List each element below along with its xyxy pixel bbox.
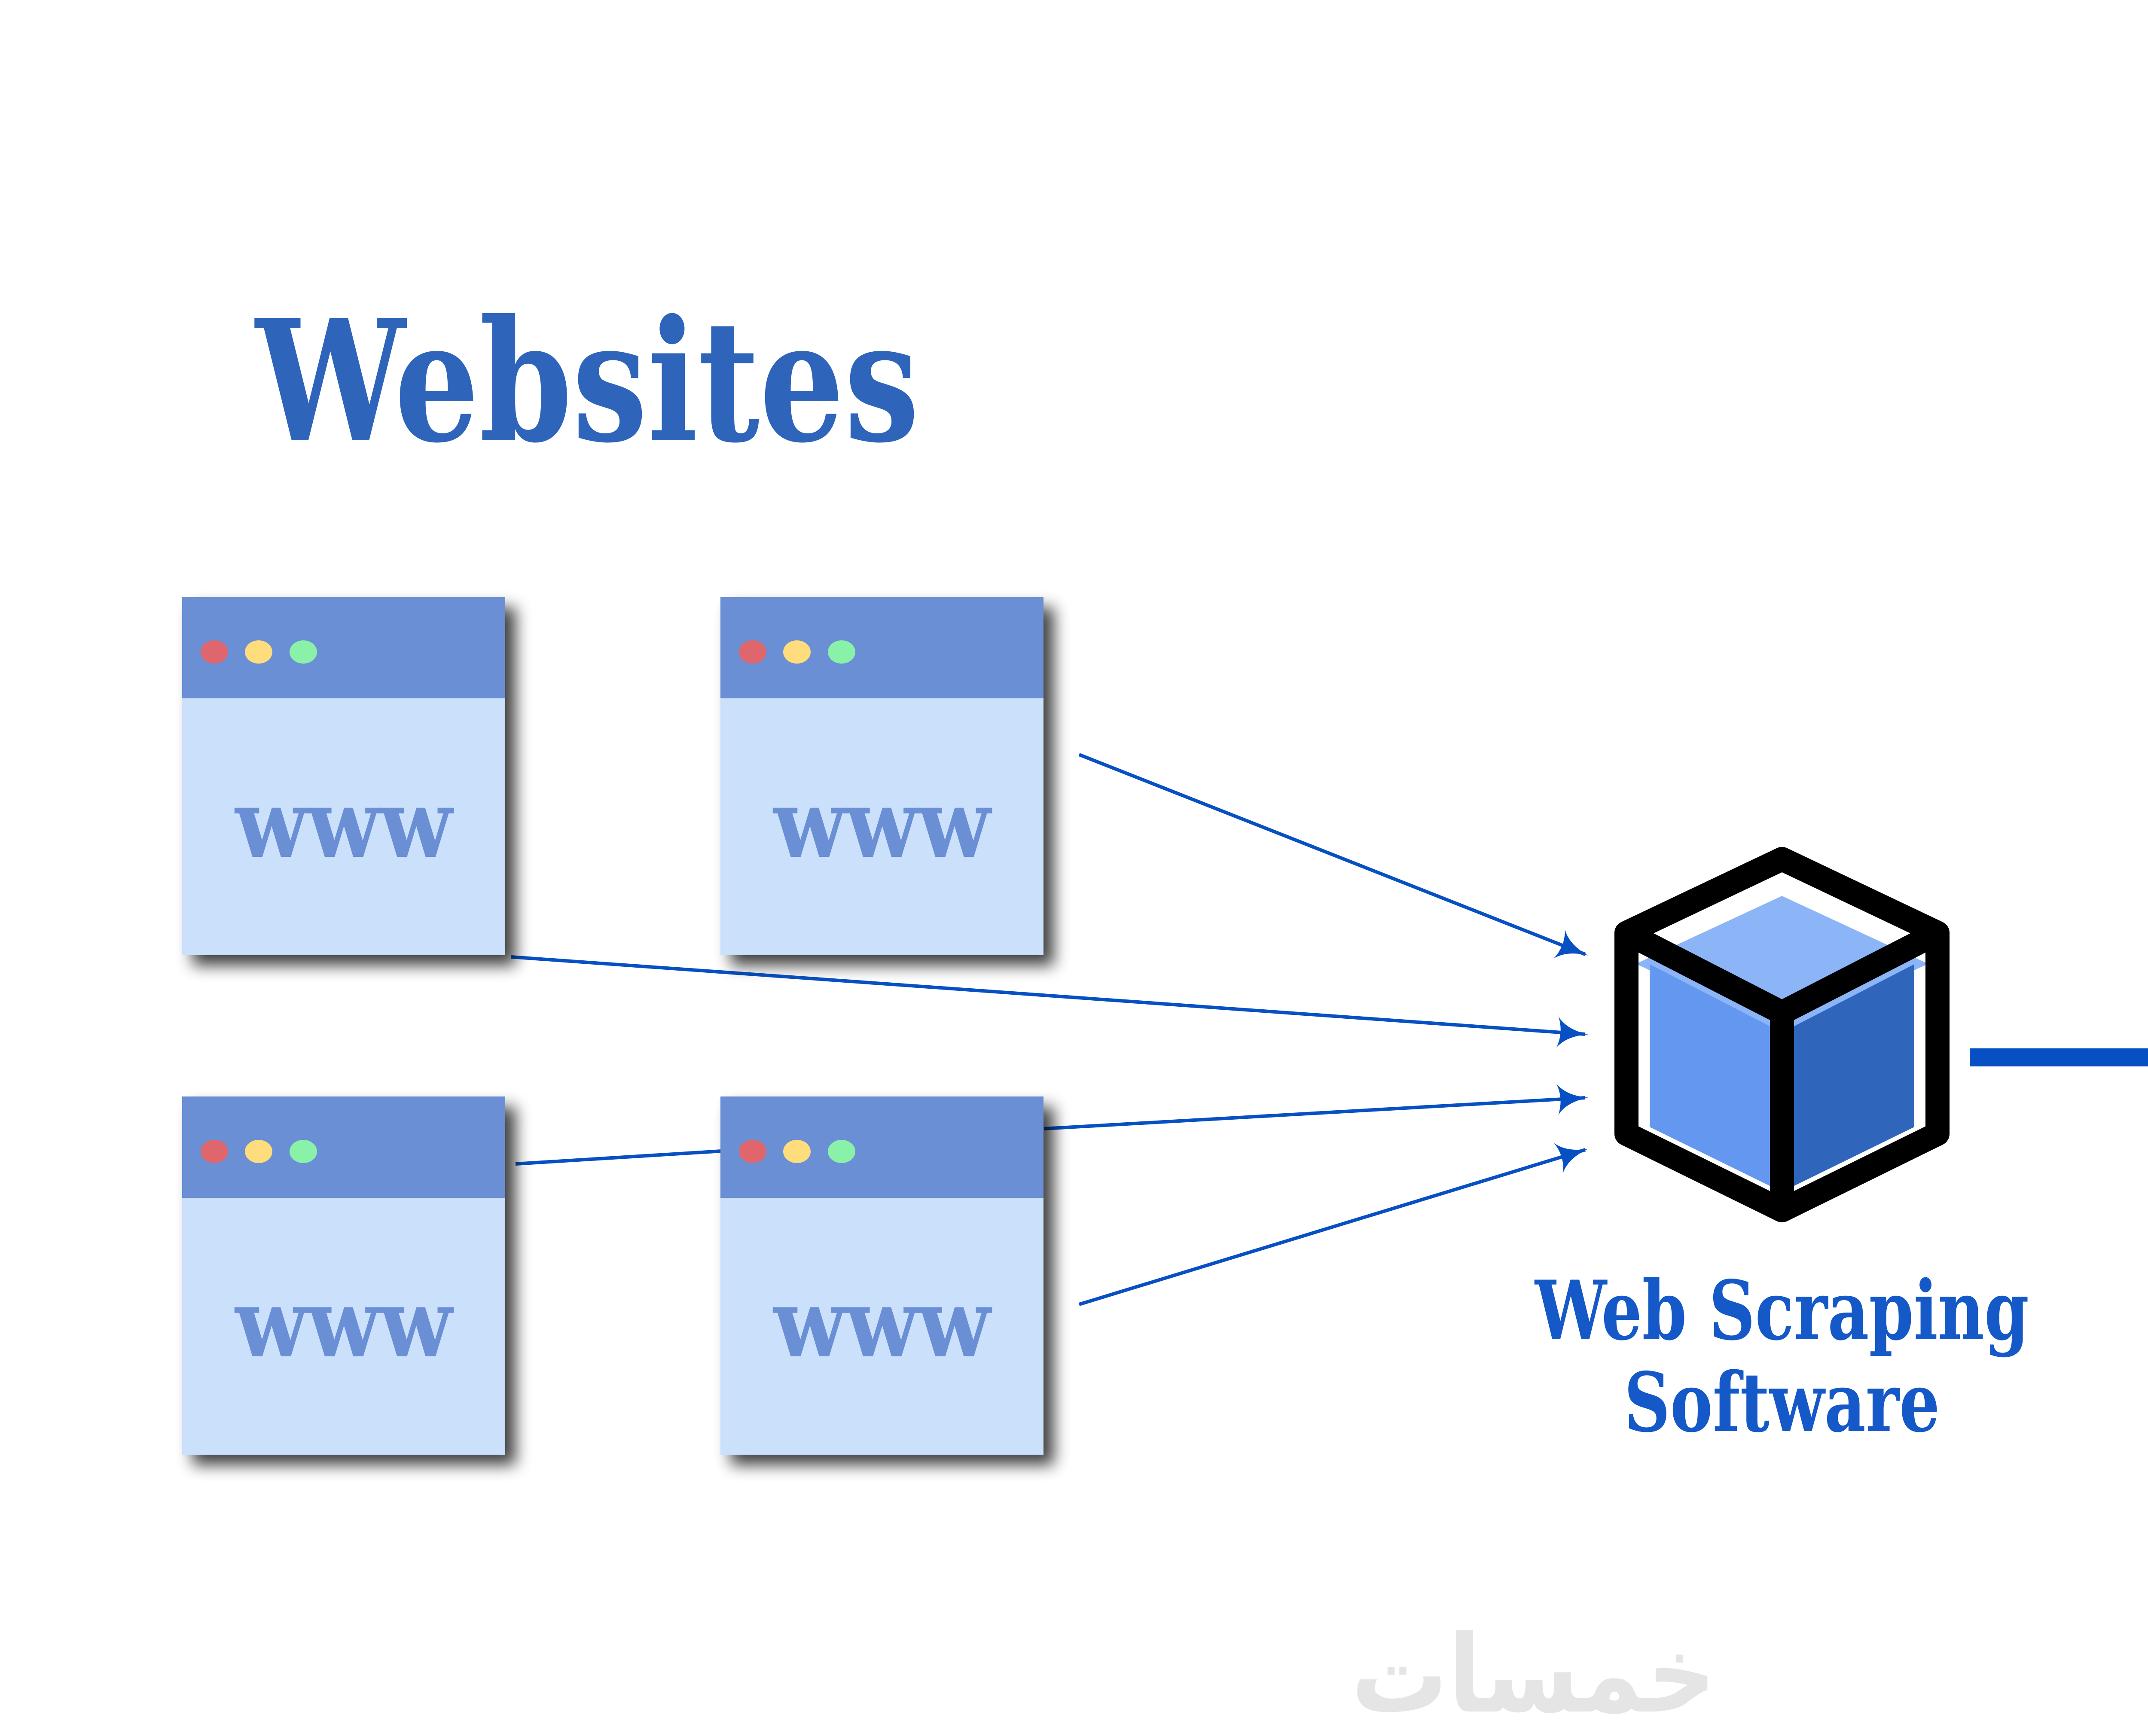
window-close-dot (739, 1140, 766, 1163)
window-maximize-dot (828, 1140, 855, 1163)
cube-top-face (1636, 896, 1928, 1032)
connector-arrow (1043, 1084, 1589, 1130)
window-close-dot (201, 1140, 228, 1163)
window-maximize-dot (828, 640, 855, 664)
window-minimize-dot (783, 640, 811, 664)
scraper-cube-icon (1614, 847, 1950, 1222)
connectors (511, 753, 1589, 1306)
website-window: www (182, 1096, 505, 1455)
watermark-logo: خمسات (1351, 1612, 1716, 1736)
website-window: www (182, 597, 505, 955)
window-titlebar (720, 1096, 1043, 1198)
window-maximize-dot (290, 640, 317, 664)
cube-left-face (1650, 964, 1782, 1192)
cube-right-face (1782, 964, 1914, 1192)
window-titlebar (720, 597, 1043, 698)
window-titlebar (182, 1096, 505, 1198)
processor-label-line2: Software (1624, 1355, 1940, 1450)
connector-arrow (511, 955, 1589, 1048)
window-maximize-dot (290, 1140, 317, 1163)
www-label: www (773, 1267, 992, 1379)
website-window: www (720, 597, 1043, 955)
connector-arrow (1078, 753, 1588, 959)
window-close-dot (201, 640, 228, 664)
websites-title: Websites (253, 283, 919, 480)
window-close-dot (739, 640, 766, 664)
output-arrow-icon (1970, 1048, 2148, 1066)
output-arrow-shaft (1970, 1048, 2148, 1066)
website-window: www (720, 1096, 1043, 1455)
window-minimize-dot (783, 1140, 811, 1163)
www-label: www (235, 768, 454, 879)
processor-label-line1: Web Scraping (1534, 1263, 2029, 1358)
connector-line (515, 1149, 722, 1166)
window-minimize-dot (245, 640, 272, 664)
connector-arrow (1078, 1143, 1588, 1306)
window-titlebar (182, 597, 505, 698)
window-minimize-dot (245, 1140, 272, 1163)
www-label: www (773, 768, 992, 879)
www-label: www (235, 1267, 454, 1379)
